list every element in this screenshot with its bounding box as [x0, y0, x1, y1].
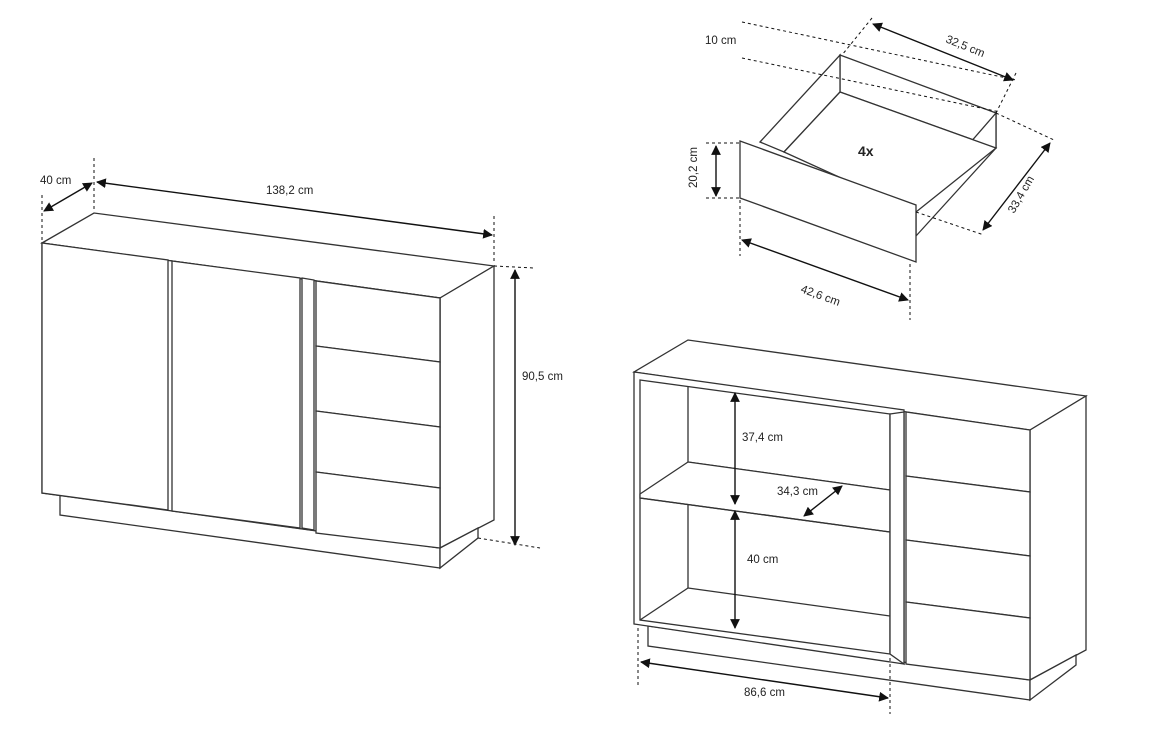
upper-shelf-height-label: 37,4 cm [742, 432, 783, 444]
compartment-width-line [640, 658, 889, 702]
closed-cabinet-drawing [40, 212, 496, 570]
drawer-front-width-label: 42,6 cm [799, 284, 842, 309]
depth-dimension-line [43, 182, 93, 212]
cabinet-right-side [439, 264, 495, 550]
drawer-drawing: 4x [739, 53, 998, 263]
open-drawer-front-4 [905, 601, 1031, 681]
shelf-depth-label: 34,3 cm [777, 486, 818, 498]
divider-gap [301, 277, 315, 531]
closed-cabinet-dimensions: 40 cm 138,2 cm 90,5 cm [40, 158, 563, 549]
open-cabinet-plinth-side [1029, 653, 1077, 702]
compartment-width-label: 86,6 cm [744, 687, 785, 699]
depth-label: 40 cm [40, 175, 71, 187]
open-cabinet-dimensions: 37,4 cm 34,3 cm 40 cm 86,6 cm [637, 392, 891, 714]
drawer-count-label: 4x [858, 143, 874, 159]
drawer-front-width-line [741, 238, 909, 302]
middle-door [171, 260, 301, 529]
lower-shelf-height-label: 40 cm [747, 554, 778, 566]
drawer-inner-width-label: 32,5 cm [944, 34, 986, 60]
height-label: 90,5 cm [522, 371, 563, 383]
width-dimension-line [96, 178, 493, 239]
shelf-depth-line [803, 485, 843, 517]
drawer-inner-depth-line [982, 142, 1051, 231]
open-cabinet-divider [889, 411, 905, 666]
drawer-inner-width-line [872, 22, 1014, 82]
open-cabinet-right-side [1029, 394, 1087, 682]
left-door [41, 242, 169, 511]
drawer-front-4 [315, 471, 441, 549]
open-cabinet-drawing [632, 339, 1088, 702]
drawer-inner-height-label: 10 cm [705, 35, 736, 47]
drawer-front-panel [739, 140, 917, 263]
width-label: 138,2 cm [266, 185, 313, 197]
drawer-front-height-label: 20,2 cm [688, 147, 700, 188]
